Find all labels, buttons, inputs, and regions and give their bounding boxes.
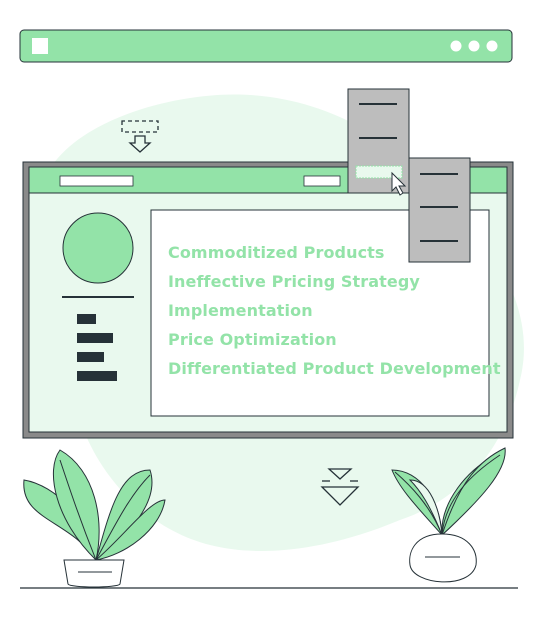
topic-item[interactable]: Differentiated Product Development	[168, 359, 501, 378]
browser-dot-2	[468, 40, 480, 52]
left-plant	[23, 449, 166, 588]
titlebar-field-left	[59, 175, 134, 187]
dropdown-selected-item	[355, 165, 403, 179]
topic-list: Commoditized Products Ineffective Pricin…	[168, 238, 501, 383]
browser-bar-square-icon	[32, 38, 48, 54]
profile-bar-1	[77, 314, 96, 324]
topic-item[interactable]: Price Optimization	[168, 330, 337, 349]
topic-item[interactable]: Implementation	[168, 301, 313, 320]
profile-bar-4	[77, 371, 117, 381]
profile-bar-3	[77, 352, 104, 362]
titlebar-field-right	[303, 175, 341, 187]
cursor-arrow-icon	[391, 171, 407, 196]
dropdown-menu-front	[408, 157, 471, 263]
browser-dot-1	[450, 40, 462, 52]
download-arrow-icon	[121, 120, 159, 153]
browser-bar	[19, 29, 513, 63]
topic-item[interactable]: Ineffective Pricing Strategy	[168, 272, 420, 291]
browser-dot-3	[486, 40, 498, 52]
topic-item[interactable]: Commoditized Products	[168, 243, 385, 262]
right-plant	[391, 447, 506, 583]
avatar	[62, 212, 134, 284]
sort-arrows-icon	[320, 468, 360, 506]
profile-bar-2	[77, 333, 113, 343]
